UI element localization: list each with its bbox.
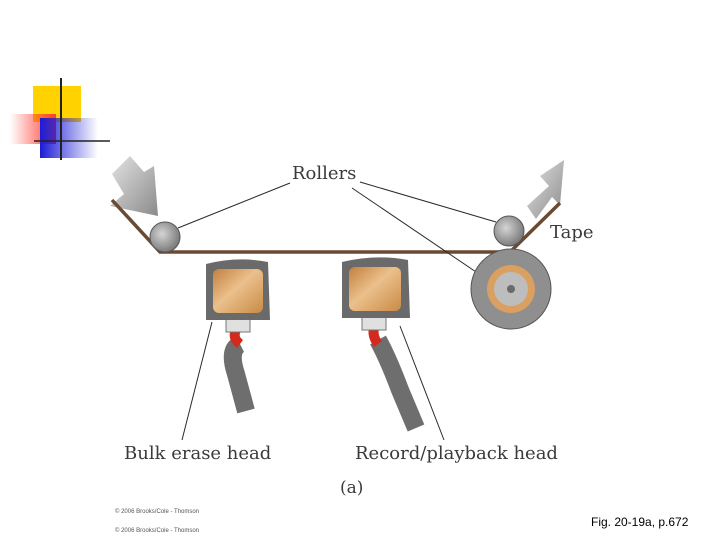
copyright-notice: © 2006 Brooks/Cole - Thomson	[115, 528, 200, 534]
label-bulk-erase-head: Bulk erase head	[124, 443, 272, 464]
record-playback-head	[342, 257, 425, 432]
roller-left	[149, 221, 181, 253]
label-tape: Tape	[550, 222, 594, 243]
tape-in-arrow	[110, 156, 158, 216]
tape-out-arrow	[527, 160, 564, 219]
leader-lines	[177, 181, 497, 441]
bulk-erase-head	[206, 259, 270, 414]
label-rollers: Rollers	[292, 163, 357, 184]
capstan-wheel	[470, 248, 552, 330]
figure-caption: Fig. 20-19a, p.672	[591, 515, 689, 529]
slide-logo	[10, 78, 110, 160]
tape-path	[110, 198, 562, 254]
roller-right	[493, 215, 525, 247]
label-record-playback-head: Record/playback head	[355, 443, 558, 464]
copyright-notice: © 2006 Brooks/Cole - Thomson	[115, 509, 200, 515]
panel-label: (a)	[340, 478, 364, 498]
